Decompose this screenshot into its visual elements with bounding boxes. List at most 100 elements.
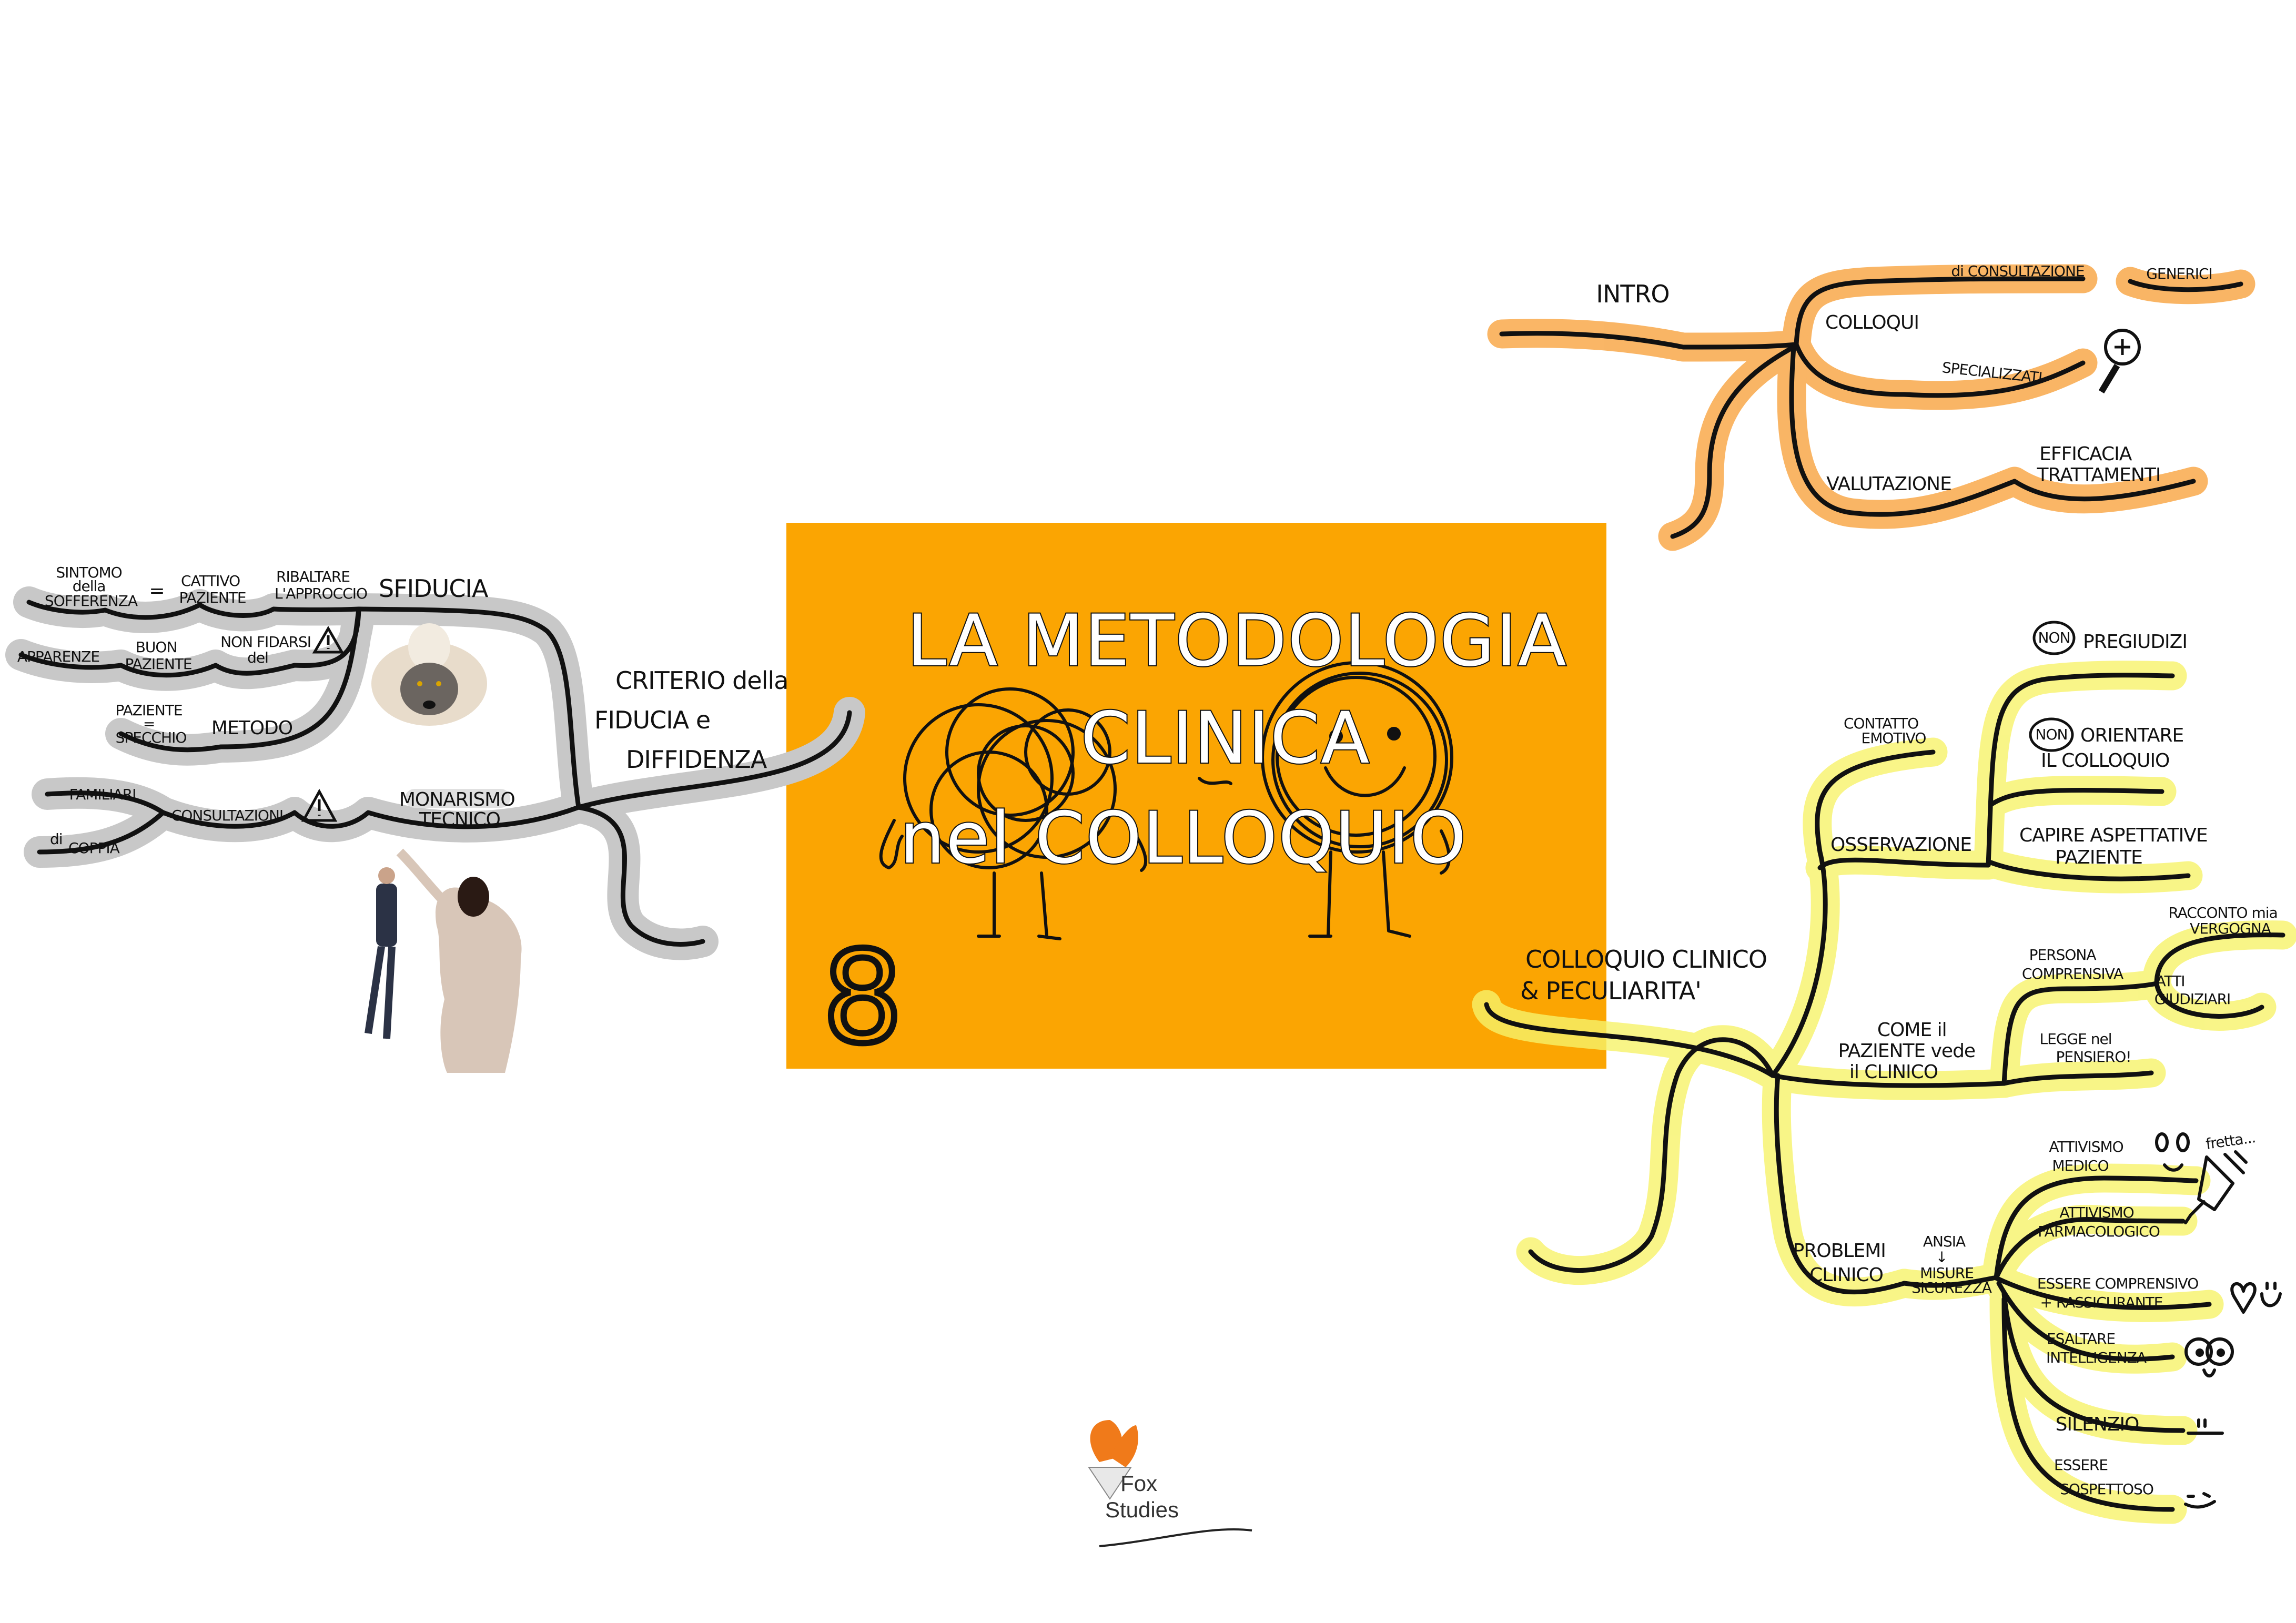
legge-pensiero-label: LEGGE nel PENSIERO!	[2040, 1030, 2131, 1066]
nerd-face-icon	[2184, 1337, 2234, 1378]
tangled-scribble-character	[879, 687, 1148, 940]
label-line: del	[247, 649, 268, 666]
syringe-icon	[2184, 1150, 2248, 1224]
label-line: MONARISMO	[399, 789, 515, 810]
label-line: + RASSICURANTE	[2040, 1294, 2163, 1311]
non-badge: NON	[2032, 621, 2076, 655]
aspettative-label: CAPIRE ASPETTATIVE PAZIENTE	[2019, 825, 2213, 868]
comprensivo-rassicurante-label: ESSERE COMPRENSIVO + RASSICURANTE	[2037, 1275, 2202, 1311]
label-line: ESSERE COMPRENSIVO	[2037, 1275, 2198, 1292]
non-badge-text: NON	[2038, 629, 2070, 646]
label-line: SINTOMO	[56, 564, 122, 581]
label-line: COLLOQUIO CLINICO	[1525, 945, 1767, 973]
label-line: ATTIVISMO	[2049, 1138, 2123, 1155]
fretta-note: fretta...	[2204, 1129, 2256, 1153]
ribaltare-label: RIBALTARE L'APPROCCIO	[275, 568, 367, 602]
label-line: PAZIENTE	[179, 589, 246, 606]
label-line: PROBLEMI	[1793, 1240, 1886, 1262]
label-line: CATTIVO	[181, 572, 240, 590]
title-line-2: CLINICA	[1081, 697, 1371, 779]
suspicious-face-icon	[2184, 1492, 2216, 1509]
pregiudizi-label: PREGIUDIZI	[2083, 631, 2187, 653]
osservazione-label: OSSERVAZIONE	[1830, 834, 1971, 856]
label-line: MISURE	[1920, 1264, 1974, 1282]
consultazione-label: di CONSULTAZIONE	[1951, 262, 2084, 280]
non-badge-text: NON	[2036, 726, 2068, 743]
label-line: PERSONA	[2029, 946, 2097, 963]
wolf-in-sheep-clothing-image	[371, 623, 487, 726]
attivismo-medico-label: ATTIVISMO MEDICO	[2049, 1138, 2127, 1174]
ansia-misure-sicurezza-label: ANSIA ↓ MISURE SICUREZZA	[1911, 1233, 1992, 1296]
label-line: VERGOGNA	[2190, 920, 2271, 937]
equals-sign: =	[149, 580, 164, 602]
label-line: SICUREZZA	[1911, 1279, 1992, 1296]
colloqui-label: COLLOQUI	[1825, 312, 1919, 333]
non-badge: NON	[2029, 717, 2074, 752]
label-line: PAZIENTE	[115, 702, 182, 719]
label-line: PENSIERO!	[2056, 1048, 2131, 1066]
trust-root-line: FIDUCIA e	[594, 706, 710, 734]
non-fidarsi-label: NON FIDARSI del	[220, 633, 315, 666]
title-line-3: nel COLLOQUIO	[900, 797, 1468, 879]
label-line: RIBALTARE	[276, 568, 350, 585]
label-line: ↓	[1936, 1249, 1947, 1266]
paziente-specchio-label: PAZIENTE = SPECCHIO	[115, 702, 186, 746]
label-line: IL COLLOQUIO	[2041, 750, 2169, 772]
clinical-branch: COLLOQUIO CLINICO & PECULIARITA' CONTATT…	[1472, 621, 2296, 1524]
warning-icon	[301, 788, 338, 822]
intro-label: INTRO	[1596, 280, 1669, 308]
label-line: FARMACOLOGICO	[2038, 1223, 2160, 1240]
logo-line: Studies	[1105, 1497, 1179, 1522]
persona-comprensiva-label: PERSONA COMPRENSIVA	[2022, 946, 2123, 982]
label-line: SOFFERENZA	[45, 592, 138, 610]
clinical-root-label: COLLOQUIO CLINICO & PECULIARITA'	[1520, 945, 1774, 1005]
label-line: BUON	[136, 638, 177, 656]
fox-studies-logo: Fox Studies	[1088, 1420, 1252, 1547]
label-line: il CLINICO	[1849, 1061, 1938, 1083]
center-title-box	[786, 523, 1606, 1069]
label-line: SOSPETTOSO	[2060, 1480, 2153, 1498]
title-line-1: LA METODOLOGIA	[907, 600, 1567, 682]
atti-giudiziari-label: ATTI GIUDIZIARI	[2155, 972, 2231, 1008]
label-line: ESSERE	[2054, 1456, 2108, 1474]
label-line: ESALTARE	[2047, 1330, 2115, 1347]
generici-label: GENERICI	[2146, 265, 2212, 282]
label-line: RACCONTO mia	[2168, 904, 2277, 921]
problemi-clinico-label: PROBLEMI CLINICO	[1793, 1240, 1892, 1286]
label-line: TECNICO	[419, 809, 500, 830]
apparenze-label: APPARENZE	[17, 648, 99, 665]
intro-branch: INTRO COLLOQUI di CONSULTAZIONE GENERICI…	[1487, 262, 2255, 551]
sfiducia-label: SFIDUCIA	[379, 574, 489, 603]
racconto-vergogna-label: RACCONTO mia VERGOGNA	[2168, 904, 2281, 937]
page-title: LA METODOLOGIA CLINICA nel COLLOQUIO	[899, 599, 1567, 880]
label-line: di	[50, 830, 63, 848]
familiari-label: FAMILIARI	[69, 786, 136, 803]
label-line: ATTIVISMO	[2059, 1204, 2133, 1221]
cattivo-paziente-label: CATTIVO PAZIENTE	[179, 572, 246, 606]
label-line: COME il	[1877, 1019, 1947, 1041]
label-line: INTELLIGENZA	[2046, 1349, 2147, 1366]
di-coppia-label: di COPPIA	[50, 830, 120, 857]
label-line: PAZIENTE	[125, 655, 191, 673]
people-illustration-image	[365, 848, 522, 1073]
label-line: CONTATTO	[1844, 715, 1918, 732]
valutazione-label: VALUTAZIONE	[1826, 473, 1951, 495]
warning-icon	[312, 626, 345, 654]
label-line: CAPIRE ASPETTATIVE	[2019, 825, 2208, 846]
monarismo-highlight	[405, 789, 510, 808]
consultazioni-label: CONSULTAZIONI	[171, 807, 283, 824]
sintomo-label: SINTOMO della SOFFERENZA	[45, 564, 138, 610]
label-line: EMOTIVO	[1862, 729, 1926, 747]
page-number: 8	[823, 924, 903, 1071]
contatto-emotivo-label: CONTATTO EMOTIVO	[1844, 715, 1926, 747]
wide-eyes-face-icon	[2155, 1132, 2190, 1172]
magnifier-icon	[2098, 329, 2141, 394]
metodo-label: METODO	[211, 717, 292, 739]
label-line: & PECULIARITA'	[1520, 977, 1701, 1005]
esaltare-intelligenza-label: ESALTARE INTELLIGENZA	[2046, 1330, 2147, 1366]
label-line: ORIENTARE	[2080, 725, 2183, 746]
label-line: GIUDIZIARI	[2155, 990, 2231, 1008]
label-line: L'APPROCCIO	[275, 585, 367, 602]
label-line: PAZIENTE	[2055, 847, 2142, 868]
